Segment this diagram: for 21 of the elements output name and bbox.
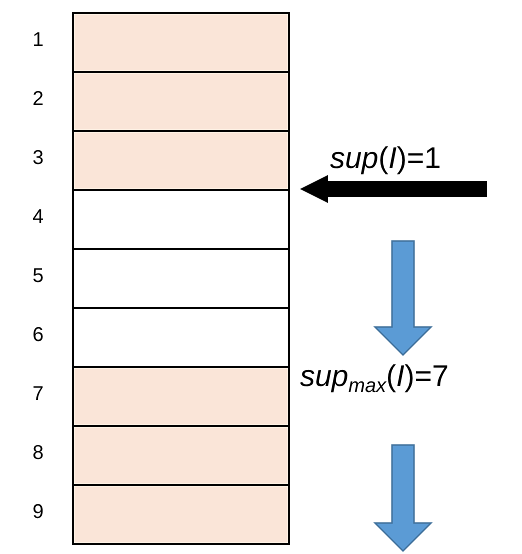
row-number: 7 <box>31 383 45 406</box>
row-number: 1 <box>31 29 45 52</box>
table-row <box>72 71 290 132</box>
row-number: 5 <box>31 265 45 288</box>
table-row <box>72 307 290 368</box>
table-row <box>72 189 290 250</box>
table-row <box>72 425 290 486</box>
arrow <box>300 175 487 203</box>
row-number: 2 <box>31 88 45 111</box>
row-number: 9 <box>31 501 45 524</box>
table-row <box>72 248 290 309</box>
table-row <box>72 484 290 545</box>
table-row <box>72 366 290 427</box>
support-formula: sup(I)=1 <box>330 142 441 176</box>
support-formula: sup$_{max}$(I)=7 <box>300 360 449 394</box>
row-number: 3 <box>31 147 45 170</box>
table-row <box>72 12 290 73</box>
table-row <box>72 130 290 191</box>
row-number: 8 <box>31 442 45 465</box>
row-number: 4 <box>31 206 45 229</box>
row-number: 6 <box>31 324 45 347</box>
